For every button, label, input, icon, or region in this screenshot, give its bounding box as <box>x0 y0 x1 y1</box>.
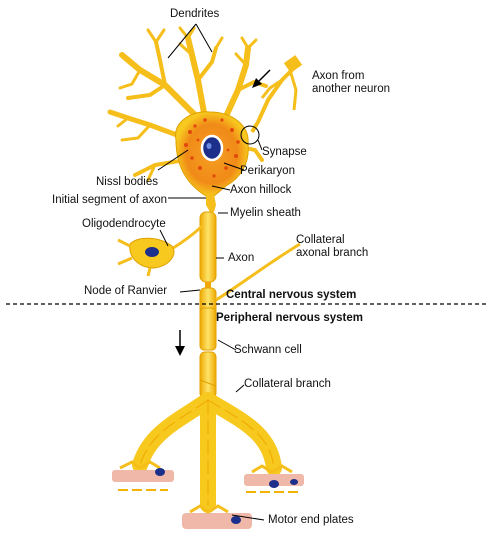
pns-axon <box>200 308 216 398</box>
label-motor-end-plates: Motor end plates <box>268 514 354 527</box>
cns-axon <box>200 212 216 324</box>
label-synapse: Synapse <box>262 146 307 159</box>
label-peripheral-nervous-system: Peripheral nervous system <box>216 312 363 325</box>
incoming-axon <box>252 55 302 132</box>
label-myelin-sheath: Myelin sheath <box>230 207 301 220</box>
axon-hillock <box>206 194 216 212</box>
oligodendrocyte <box>118 226 202 276</box>
label-collateral-axonal-branch: Collateral axonal branch <box>296 234 376 260</box>
label-axon-from-another-neuron: Axon from another neuron <box>312 70 402 96</box>
label-initial-segment: Initial segment of axon <box>52 194 167 207</box>
nucleus <box>202 136 222 160</box>
label-schwann-cell: Schwann cell <box>234 344 302 357</box>
nucleolus <box>207 143 212 149</box>
label-axon-hillock: Axon hillock <box>230 184 291 197</box>
label-dendrites: Dendrites <box>170 8 219 21</box>
label-oligodendrocyte: Oligodendrocyte <box>82 218 166 231</box>
label-perikaryon: Perikaryon <box>240 165 295 178</box>
label-node-of-ranvier: Node of Ranvier <box>84 285 167 298</box>
label-collateral-branch: Collateral branch <box>244 378 331 391</box>
label-axon: Axon <box>228 252 254 265</box>
label-central-nervous-system: Central nervous system <box>226 289 356 302</box>
arrow-icon <box>175 330 185 356</box>
label-nissl-bodies: Nissl bodies <box>96 176 158 189</box>
